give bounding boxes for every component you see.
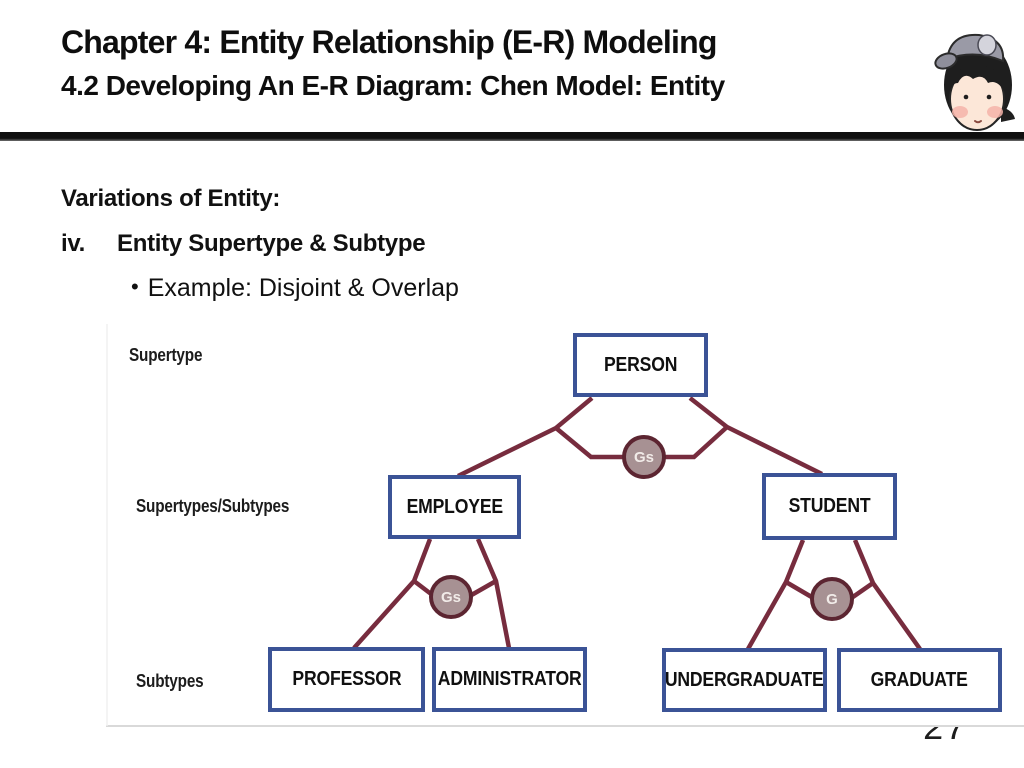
generalization-circle-student: G <box>810 577 854 621</box>
bullet-icon: • <box>131 274 139 299</box>
bullet-item-text: Example: Disjoint & Overlap <box>147 274 459 302</box>
section-heading: Variations of Entity: <box>61 185 281 212</box>
kid-with-gray-cap-icon <box>934 33 1015 131</box>
entity-label: EMPLOYEE <box>406 495 503 518</box>
row-label-supertypes-subtypes: Supertypes/Subtypes <box>136 496 290 516</box>
list-item-iv: iv. Entity Supertype & Subtype <box>61 230 426 258</box>
entity-label: STUDENT <box>788 495 871 517</box>
entity-label: UNDERGRADUATE <box>665 668 824 691</box>
generalization-circle-person: Gs <box>622 435 666 479</box>
entity-box-graduate: GRADUATE <box>837 648 1002 712</box>
list-marker: iv. <box>61 230 86 257</box>
slide-subtitle: 4.2 Developing An E-R Diagram: Chen Mode… <box>61 70 725 101</box>
entity-box-professor: PROFESSOR <box>268 647 425 712</box>
row-label-subtypes: Subtypes <box>136 671 204 691</box>
slide-title: Chapter 4: Entity Relationship (E-R) Mod… <box>61 24 717 60</box>
entity-box-undergraduate: UNDERGRADUATE <box>662 648 827 712</box>
entity-box-person: PERSON <box>573 333 708 397</box>
row-label-supertype: Supertype <box>129 345 203 365</box>
entity-box-student: STUDENT <box>762 473 897 540</box>
entity-label: ADMINISTRATOR <box>437 668 582 690</box>
entity-label: PROFESSOR <box>292 668 401 690</box>
entity-box-administrator: ADMINISTRATOR <box>432 647 587 712</box>
bullet-item: • Example: Disjoint & Overlap <box>131 274 459 303</box>
generalization-circle-employee: Gs <box>429 575 473 619</box>
entity-label: GRADUATE <box>870 668 969 691</box>
entity-box-employee: EMPLOYEE <box>388 475 521 539</box>
entity-label: PERSON <box>603 353 678 376</box>
list-item-text: Entity Supertype & Subtype <box>117 230 426 257</box>
header-divider <box>0 132 1024 141</box>
